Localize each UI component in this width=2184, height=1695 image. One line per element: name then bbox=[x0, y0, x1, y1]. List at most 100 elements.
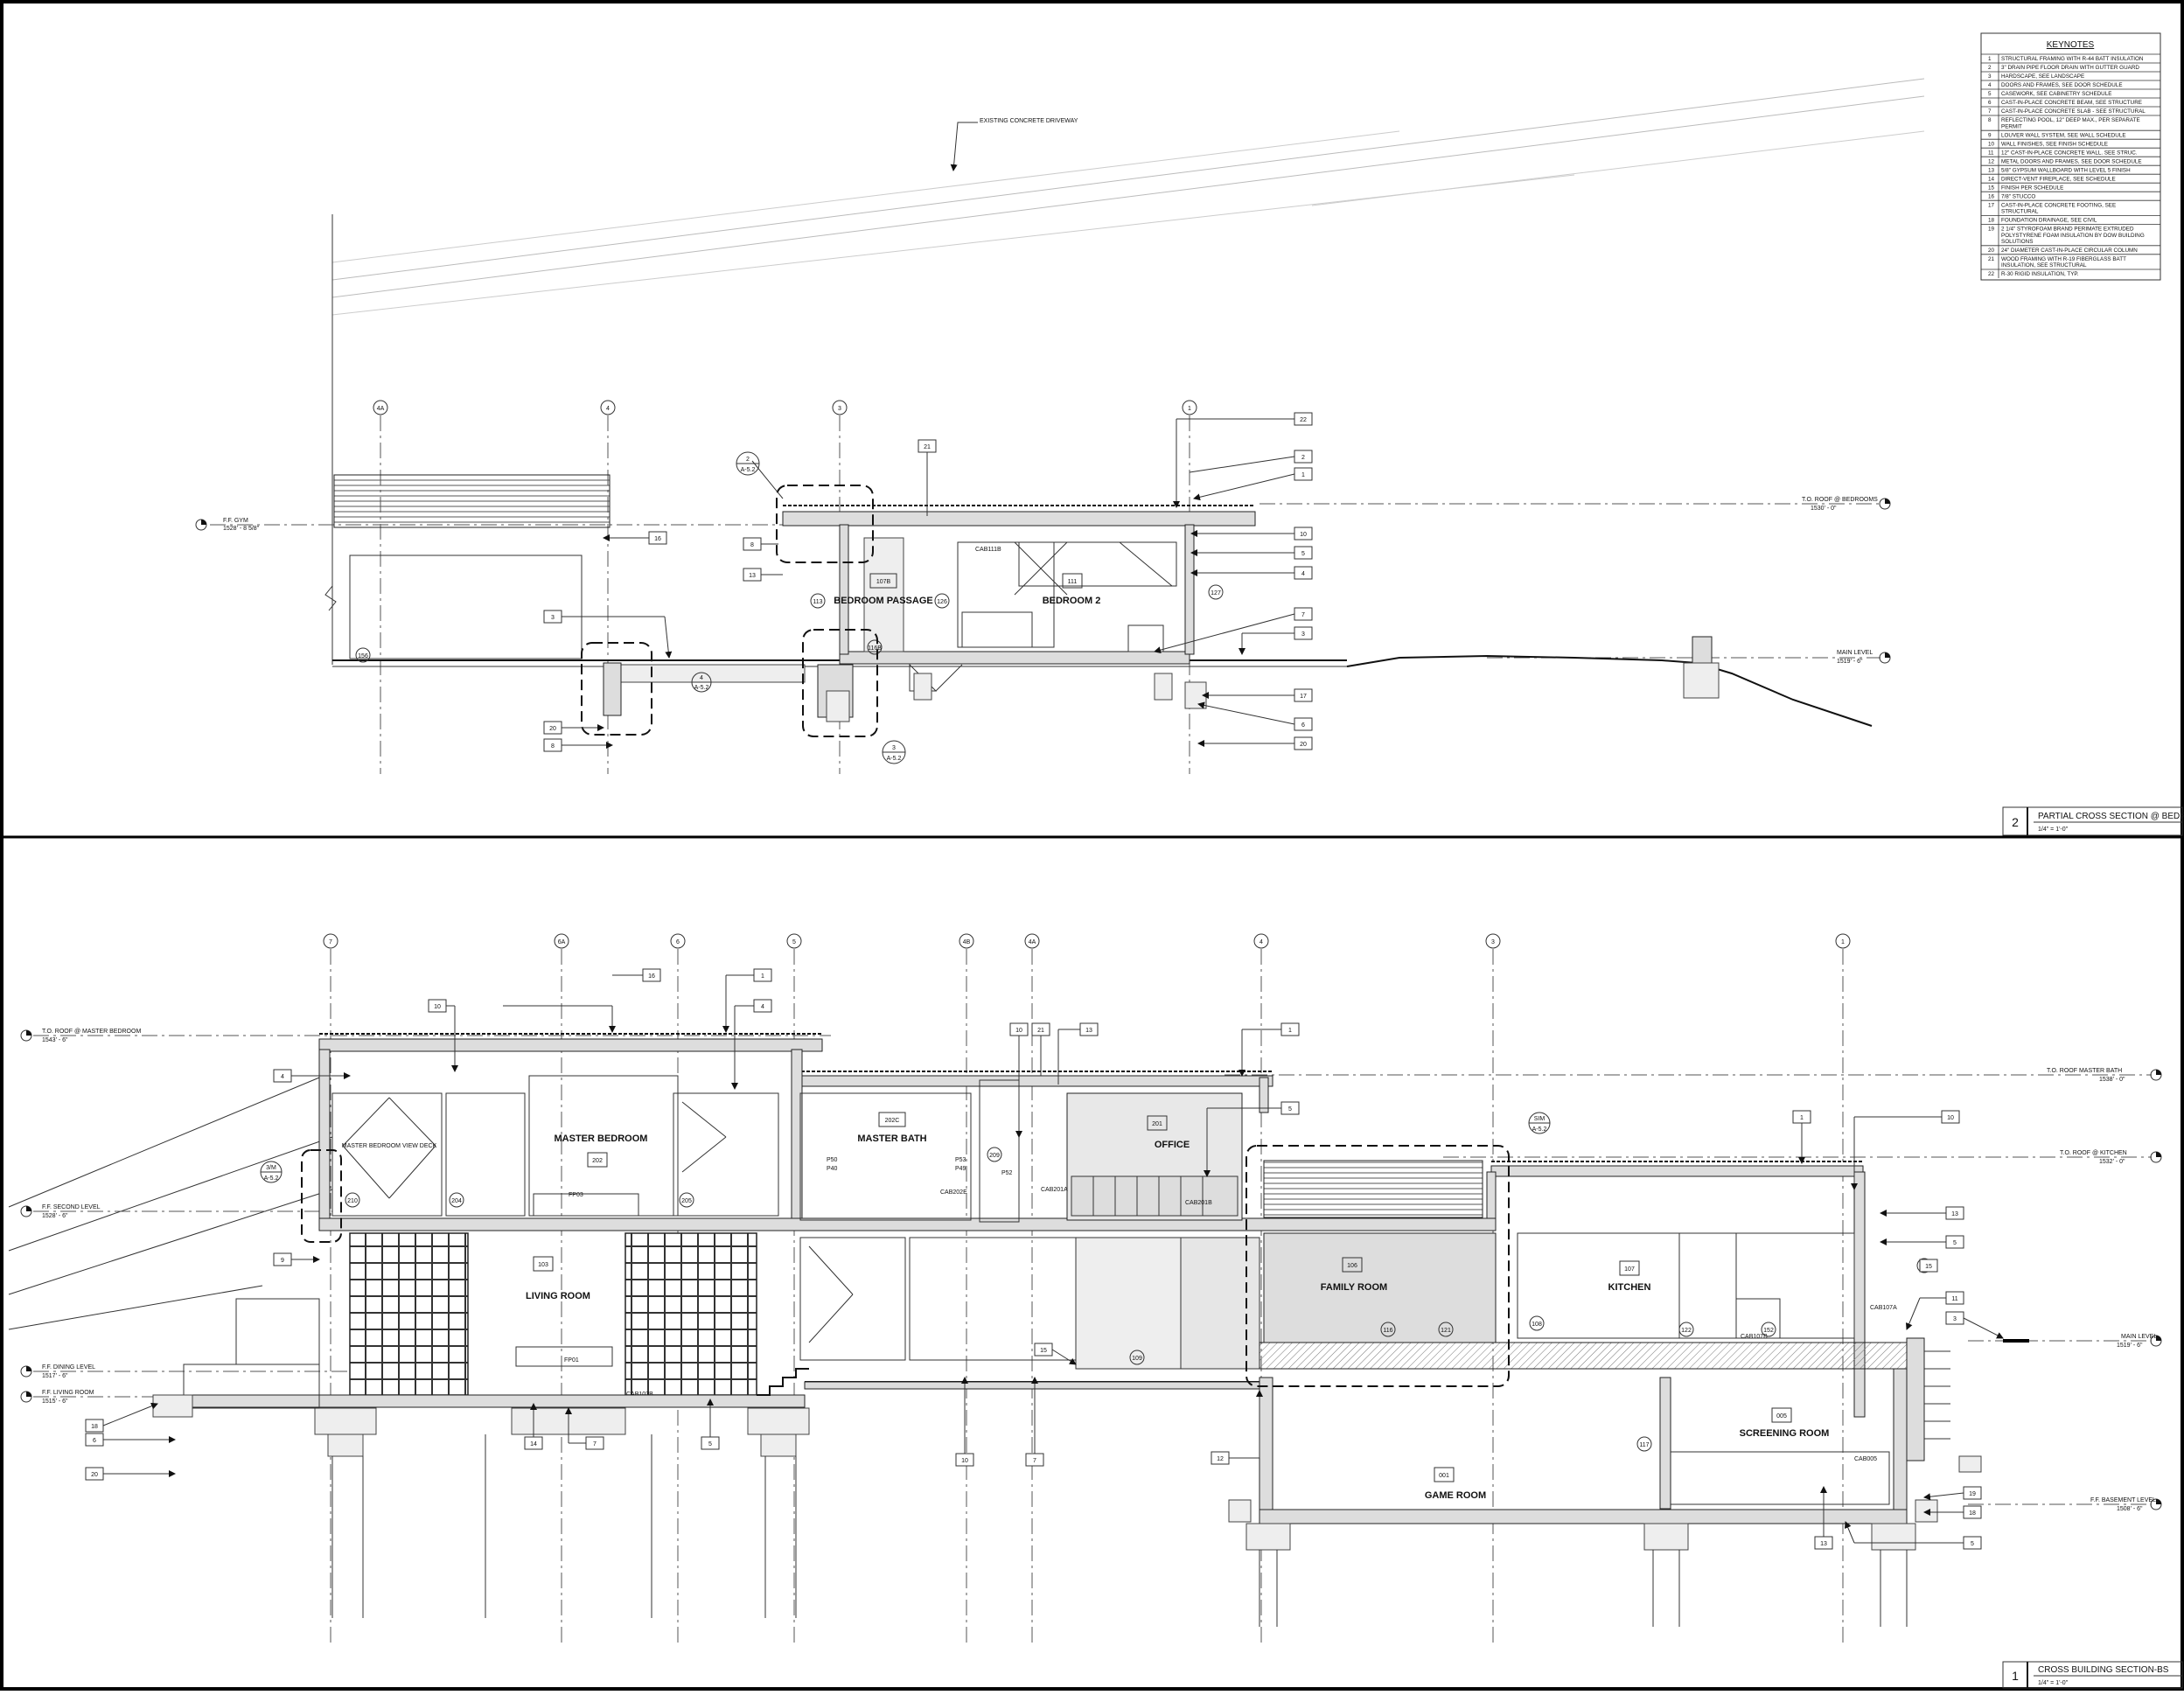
keynote-tag: 13 bbox=[1820, 1541, 1827, 1547]
keynote-number: 10 bbox=[1988, 141, 1995, 147]
level-elev: 1543' - 6" bbox=[42, 1037, 68, 1043]
keynote-tag: 8 bbox=[551, 743, 555, 750]
keynote-tag: 5 bbox=[1288, 1106, 1292, 1113]
keynote-text: DOORS AND FRAMES, SEE DOOR SCHEDULE bbox=[2001, 82, 2123, 88]
keynote-number: 20 bbox=[1988, 248, 1995, 254]
keynote-number: 7 bbox=[1988, 108, 1992, 115]
keynote-number: 21 bbox=[1988, 256, 1995, 262]
room-number: 202 bbox=[592, 1158, 603, 1164]
level-name: T.O. ROOF @ MASTER BEDROOM bbox=[42, 1029, 141, 1035]
level-elev: 1508' - 6" bbox=[2117, 1506, 2143, 1512]
detail-ref-bubble[interactable]: 3 A-5.2 bbox=[882, 740, 906, 764]
room-name: BEDROOM 2 bbox=[1043, 596, 1101, 606]
room-name: KITCHEN bbox=[1608, 1282, 1651, 1293]
svg-text:CROSS BUILDING SECTION-BS: CROSS BUILDING SECTION-BS bbox=[2038, 1665, 2169, 1675]
cabinet-tag: CAB202E bbox=[940, 1189, 967, 1196]
room-number: 103 bbox=[538, 1262, 548, 1268]
cabinet-tag: CAB107B bbox=[1741, 1334, 1768, 1340]
detail-ref-bubble[interactable]: 2 A-5.2 bbox=[736, 451, 760, 476]
keynote-number: 19 bbox=[1988, 227, 1995, 233]
keynote-tag: 10 bbox=[1015, 1028, 1022, 1034]
keynote-tag: 5 bbox=[1971, 1541, 1974, 1547]
keynote-number: 14 bbox=[1988, 176, 1995, 182]
svg-text:A-5.2: A-5.2 bbox=[887, 756, 902, 762]
keynote-tag: 14 bbox=[530, 1441, 537, 1447]
grid-label: 4 bbox=[1259, 939, 1263, 945]
keynote-row: 19 2 1/4" STYROFOAM BRAND PERIMATE EXTRUD… bbox=[1981, 223, 2160, 245]
keynote-tag: 7 bbox=[1033, 1458, 1036, 1464]
room-number: 201 bbox=[1152, 1121, 1162, 1127]
keynote-tag: 21 bbox=[1037, 1028, 1044, 1034]
keynote-number: 9 bbox=[1988, 132, 1992, 138]
keynote-tag: 15 bbox=[1040, 1348, 1047, 1354]
room-number: 106 bbox=[1347, 1263, 1357, 1269]
grid-label: 1 bbox=[1841, 939, 1845, 945]
cabinet-tag: CAB201B bbox=[1185, 1200, 1212, 1206]
keynote-tag: 4 bbox=[281, 1074, 284, 1080]
keynote-tag: 4 bbox=[1301, 571, 1305, 577]
level-elev: 1528' - 8 5/8" bbox=[223, 526, 260, 532]
keynote-text: CAST-IN-PLACE CONCRETE BEAM, SEE STRUCTU… bbox=[2001, 100, 2142, 106]
keynote-tag: 10 bbox=[434, 1004, 441, 1010]
cabinet-tag: CAB005 bbox=[1854, 1456, 1877, 1462]
svg-text:4: 4 bbox=[700, 675, 703, 681]
detail-ref-bubble[interactable]: 4 A-5.2 bbox=[691, 672, 712, 693]
level-marker bbox=[20, 1205, 32, 1217]
detail-ref-bubble[interactable]: SIM A-5.2 bbox=[1528, 1112, 1551, 1134]
keynote-text: STRUCTURAL FRAMING WITH R-44 BATT INSULA… bbox=[2001, 56, 2144, 62]
room-number: 005 bbox=[1776, 1413, 1787, 1419]
svg-text:A-5.2: A-5.2 bbox=[1532, 1127, 1547, 1133]
room-name: SCREENING ROOM bbox=[1740, 1428, 1830, 1439]
keynote-tag: 3 bbox=[551, 615, 555, 621]
room-number: 001 bbox=[1439, 1473, 1449, 1479]
section-2-title-block: 2 PARTIAL CROSS SECTION @ BEDROOMS 1/4" … bbox=[2002, 806, 2184, 836]
detail-ref-bubble[interactable]: 3/M A-5.2 bbox=[260, 1161, 283, 1183]
svg-text:1/4" = 1'-0": 1/4" = 1'-0" bbox=[2038, 1680, 2069, 1686]
level-marker bbox=[20, 1365, 32, 1378]
grid-label: 7 bbox=[329, 939, 332, 945]
keynotes-title: KEYNOTES bbox=[2047, 40, 2095, 50]
keynote-tag: 10 bbox=[1300, 532, 1307, 538]
level-marker bbox=[1879, 498, 1891, 510]
plumbing-tag: P49 bbox=[955, 1166, 966, 1172]
svg-text:3: 3 bbox=[892, 745, 896, 751]
room-number: 202C bbox=[885, 1118, 900, 1124]
keynote-tag: 17 bbox=[1300, 694, 1307, 700]
door-tag: 117 bbox=[1639, 1442, 1649, 1448]
level-name: F.F. BASEMENT LEVEL bbox=[2090, 1497, 2156, 1503]
fireplace-tag: FP03 bbox=[569, 1192, 583, 1198]
level-name: T.O. ROOF @ KITCHEN bbox=[2060, 1150, 2127, 1156]
keynote-tag: 1 bbox=[1800, 1115, 1804, 1121]
keynote-tag: 5 bbox=[1953, 1240, 1957, 1246]
keynote-tag: 18 bbox=[1969, 1510, 1976, 1517]
door-tag: 116 bbox=[1383, 1328, 1392, 1334]
keynote-text: 2 1/4" STYROFOAM BRAND PERIMATE EXTRUDED… bbox=[2001, 227, 2145, 245]
keynote-tag: 9 bbox=[281, 1258, 284, 1264]
door-tag: 205 bbox=[681, 1198, 692, 1204]
keynote-number: 16 bbox=[1988, 193, 1995, 199]
keynote-tag: 4 bbox=[761, 1004, 764, 1010]
keynote-text: 5/8" GYPSUM WALLBOARD WITH LEVEL 5 FINIS… bbox=[2001, 167, 2131, 173]
keynote-tag: 13 bbox=[749, 573, 756, 579]
keynote-text: FINISH PER SCHEDULE bbox=[2001, 185, 2063, 191]
keynote-tag: 10 bbox=[1947, 1115, 1954, 1121]
door-tag: 116B bbox=[868, 645, 882, 652]
keynote-tag: 12 bbox=[1217, 1456, 1224, 1462]
room-number: 107B bbox=[876, 579, 891, 585]
keynote-tag: 19 bbox=[1969, 1491, 1976, 1497]
level-name: F.F. GYM bbox=[223, 518, 248, 524]
keynote-tag: 1 bbox=[1301, 472, 1305, 478]
level-name: MAIN LEVEL bbox=[2121, 1334, 2157, 1340]
keynote-text: CAST-IN-PLACE CONCRETE SLAB - SEE STRUCT… bbox=[2001, 108, 2146, 115]
level-elev: 1519' - 6" bbox=[2117, 1343, 2143, 1349]
